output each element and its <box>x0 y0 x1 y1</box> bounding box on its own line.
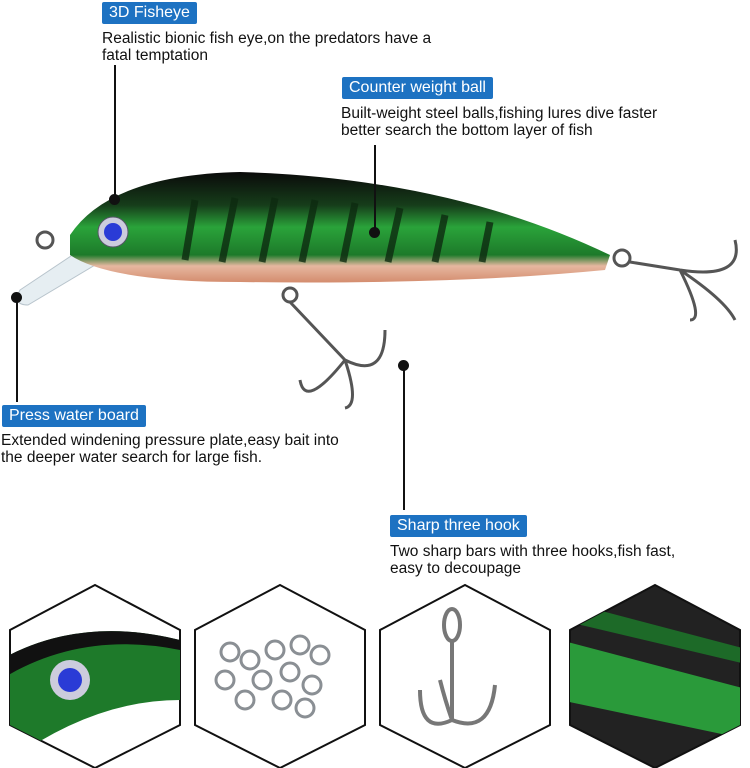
text-line: Realistic bionic fish eye,on the predato… <box>102 30 432 47</box>
pointer-dot <box>398 360 409 371</box>
treble-hook-rear <box>612 239 738 322</box>
pointer-line <box>114 65 116 200</box>
fisheye-icon <box>97 216 129 248</box>
detail-eye-closeup <box>9 583 181 768</box>
pointer-dot <box>109 194 120 205</box>
callout-label-sharp-hook: Sharp three hook <box>390 515 527 537</box>
callout-text-sharp-hook: Two sharp bars with three hooks,fish fas… <box>390 543 675 577</box>
pointer-dot <box>369 227 380 238</box>
treble-hook-front <box>35 230 387 410</box>
text-line: Extended windening pressure plate,easy b… <box>1 432 339 449</box>
pointer-line <box>403 365 405 510</box>
pointer-line <box>16 298 18 402</box>
callout-text-fisheye: Realistic bionic fish eye,on the predato… <box>102 30 431 64</box>
callout-label-press-water-board: Press water board <box>2 405 146 427</box>
text-line: easy to decoupage <box>390 560 521 577</box>
detail-split-rings <box>194 583 366 768</box>
lure-body <box>70 172 610 283</box>
callout-text-counter-weight: Built-weight steel balls,fishing lures d… <box>341 105 657 139</box>
callout-text-press-water-board: Extended windening pressure plate,easy b… <box>1 432 339 466</box>
pointer-dot <box>11 292 22 303</box>
detail-treble-hook <box>379 583 551 768</box>
pointer-line <box>374 145 376 233</box>
text-line: fatal temptation <box>102 47 208 64</box>
text-line: Built-weight steel balls,fishing lures d… <box>341 105 658 122</box>
callout-label-counter-weight: Counter weight ball <box>342 77 493 99</box>
text-line: better search the bottom layer of fish <box>341 122 593 139</box>
detail-scale-closeup <box>569 583 741 768</box>
text-line: the deeper water search for large fish. <box>1 449 263 466</box>
callout-label-fisheye: 3D Fisheye <box>102 2 197 24</box>
text-line: Two sharp bars with three hooks,fish fas… <box>390 543 676 560</box>
